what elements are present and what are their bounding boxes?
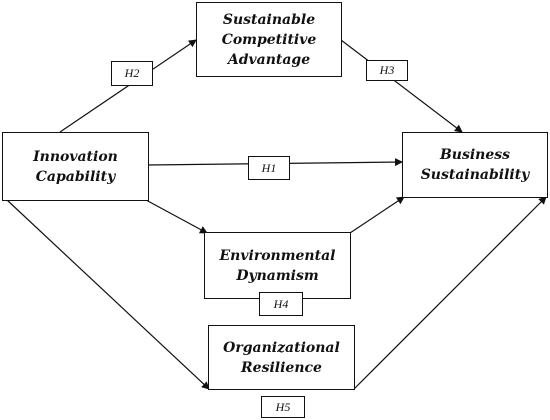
label-organizational-resilience: Organizational Resilience	[223, 339, 340, 376]
box-environmental-dynamism: Environmental Dynamism	[204, 232, 351, 299]
arrow-dynamism-to-business	[349, 196, 405, 234]
box-business-sustainability: Business Sustainability	[402, 132, 548, 198]
hypothesis-h1: H1	[248, 156, 290, 180]
box-innovation-capability: Innovation Capability	[2, 132, 149, 201]
hypothesis-h5-label: H5	[275, 399, 291, 414]
hypothesis-h2-label: H2	[124, 66, 140, 80]
hypothesis-h2: H2	[111, 61, 153, 86]
hypothesis-h1-label: H1	[261, 160, 277, 175]
label-innovation-capability: Innovation Capability	[33, 148, 118, 185]
arrow-resilience-to-business	[353, 196, 547, 390]
label-sustainable-competitive-advantage: Sustainable Competitive Advantage	[221, 11, 317, 68]
arrow-innovation-to-resilience	[6, 199, 210, 390]
hypothesis-h3-label: H3	[379, 63, 395, 77]
box-sustainable-competitive-advantage: Sustainable Competitive Advantage	[196, 2, 342, 77]
label-business-sustainability: Business Sustainability	[420, 147, 530, 183]
hypothesis-h5: H5	[261, 396, 305, 418]
hypothesis-h4: H4	[259, 292, 303, 316]
label-environmental-dynamism: Environmental Dynamism	[219, 247, 336, 284]
hypothesis-h4-label: H4	[273, 296, 289, 311]
hypothesis-h3: H3	[366, 60, 408, 81]
arrow-h2	[59, 39, 197, 133]
box-organizational-resilience: Organizational Resilience	[208, 325, 355, 390]
arrow-h3	[340, 39, 463, 133]
arrow-innovation-to-dynamism	[145, 199, 208, 234]
